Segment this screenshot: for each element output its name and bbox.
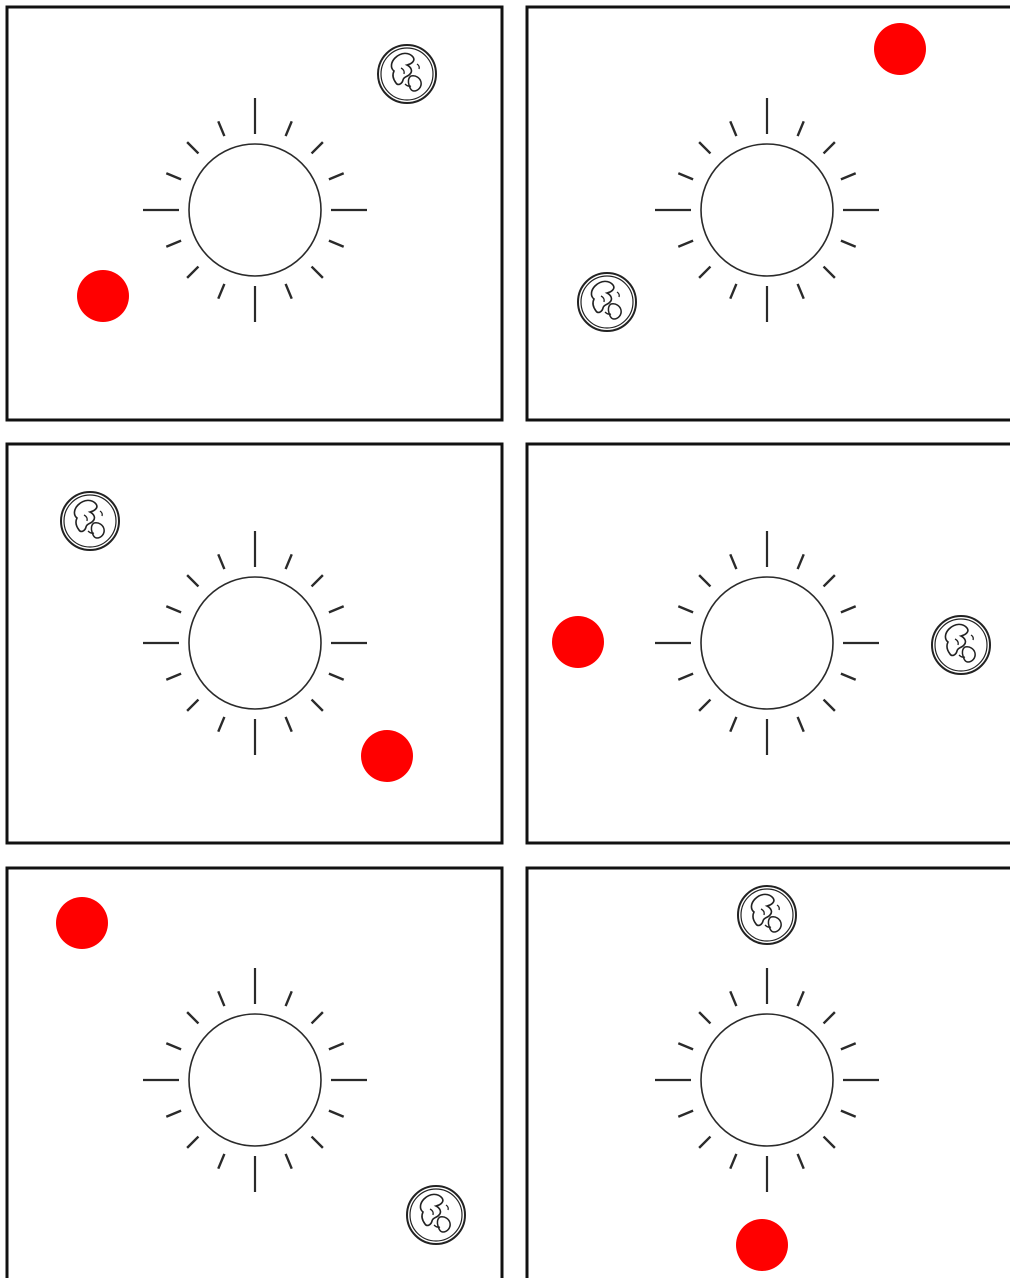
panel-4: [527, 444, 1010, 843]
panel-2: [527, 7, 1010, 420]
earth-globe-icon: [932, 616, 990, 674]
red-circle: [361, 730, 413, 782]
panel-5: [7, 868, 502, 1278]
panel-3: [7, 444, 502, 843]
red-circle: [874, 23, 926, 75]
panel-frame: [527, 7, 1010, 420]
panel-1: [7, 7, 502, 420]
panel-6: [527, 868, 1010, 1278]
red-circle: [77, 270, 129, 322]
red-circle: [552, 616, 604, 668]
red-circle: [736, 1219, 788, 1271]
earth-globe-icon: [578, 273, 636, 331]
earth-globe-icon: [61, 492, 119, 550]
red-circle: [56, 897, 108, 949]
earth-globe-icon: [738, 886, 796, 944]
earth-globe-icon: [407, 1186, 465, 1244]
earth-globe-icon: [378, 45, 436, 103]
